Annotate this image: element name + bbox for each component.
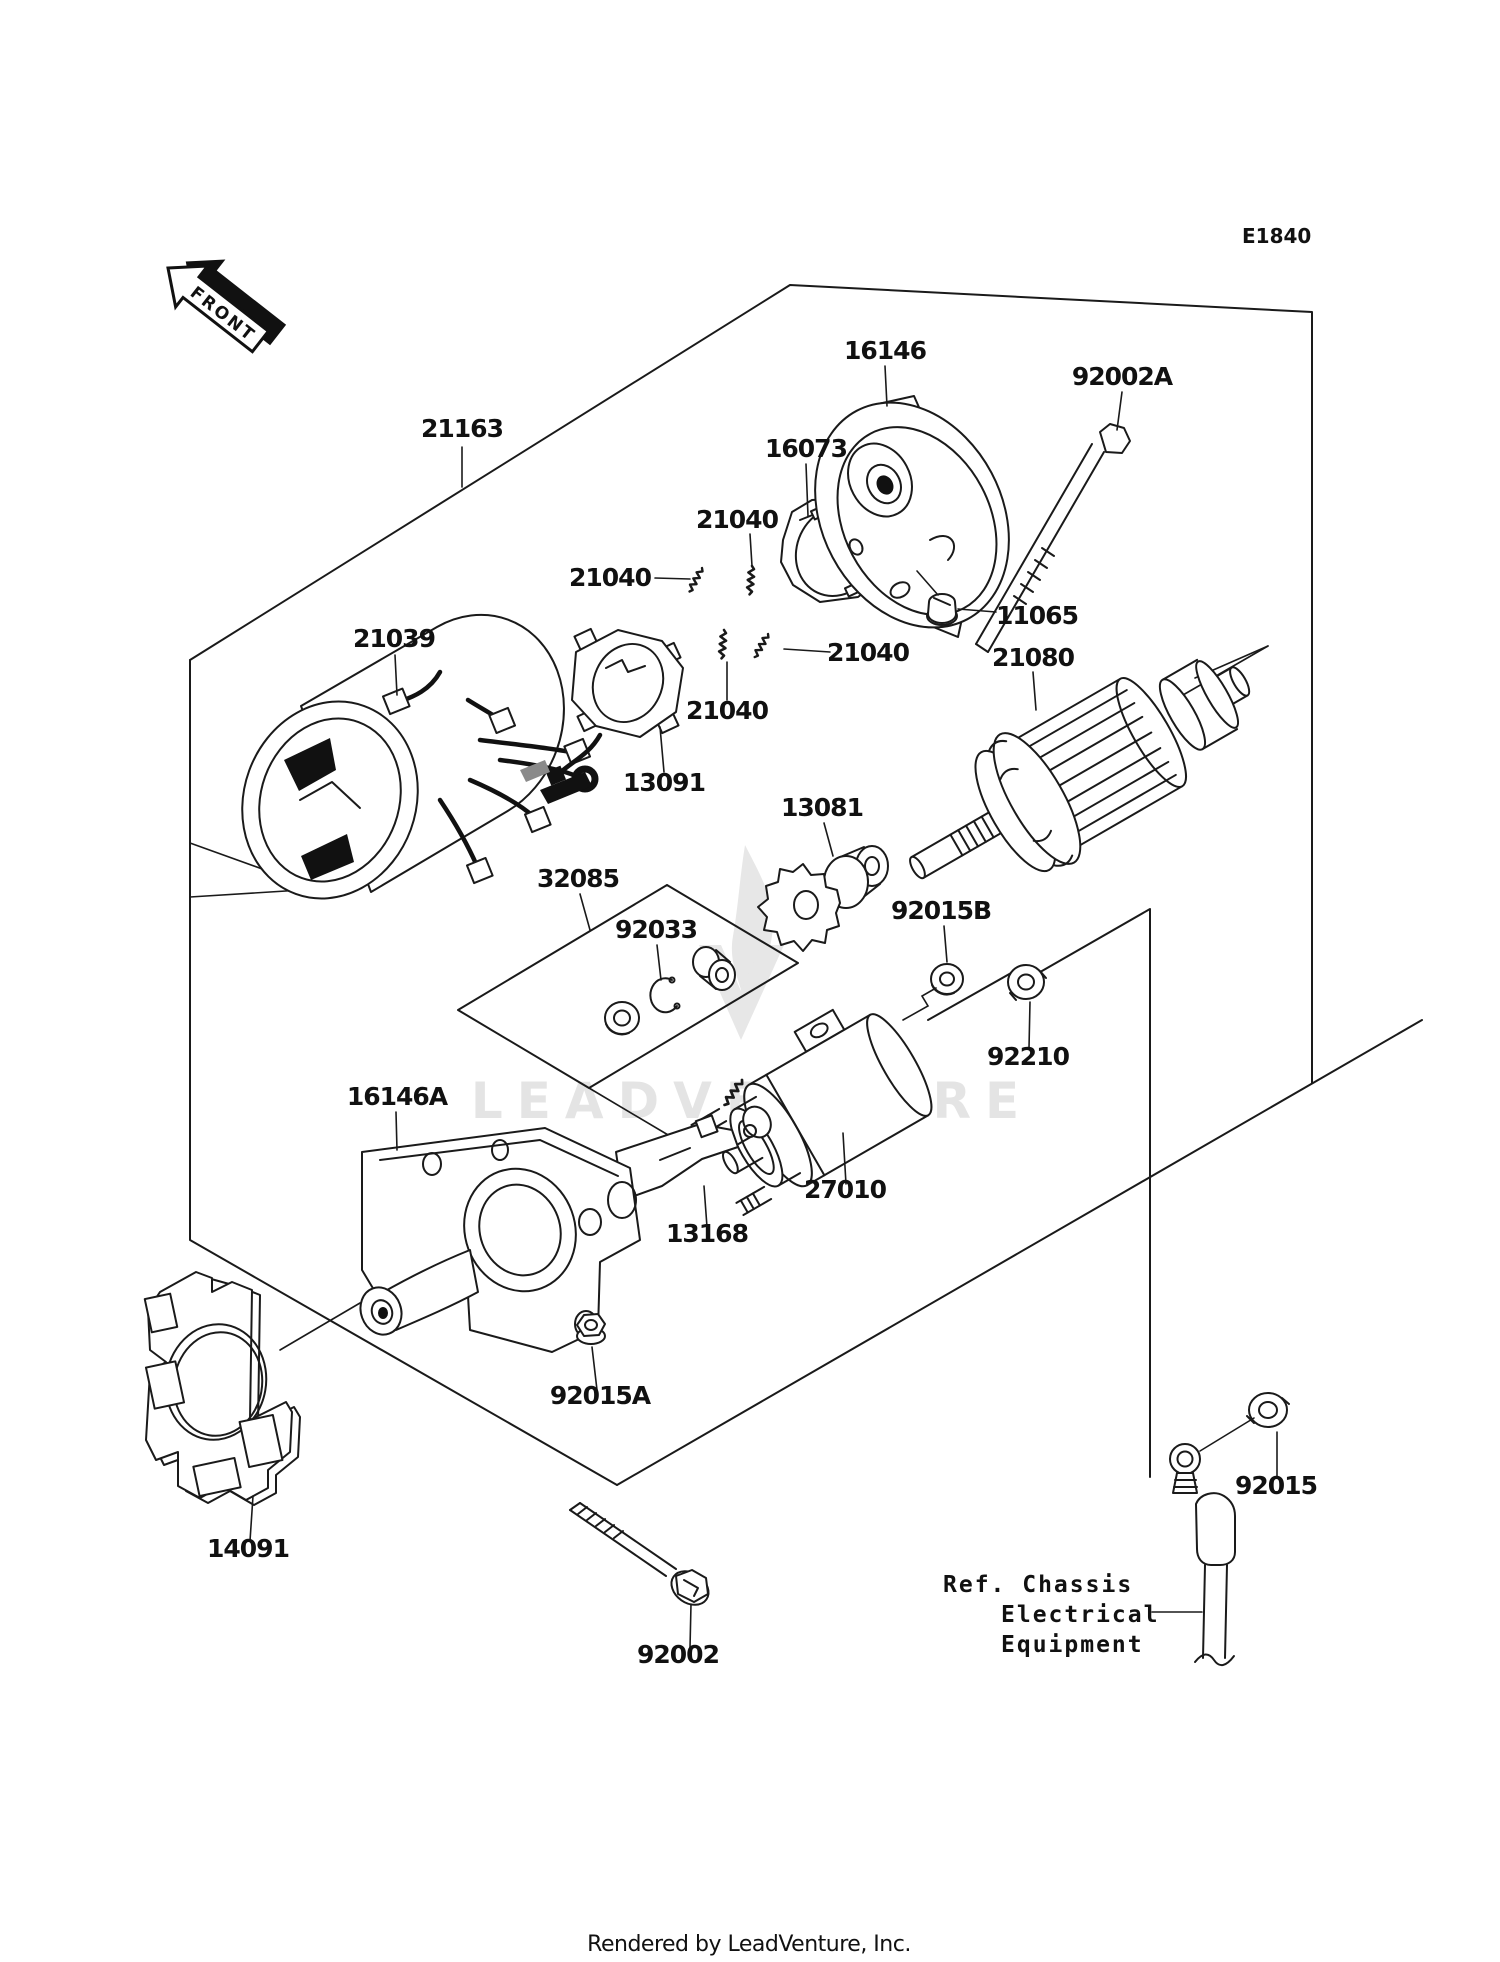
part-label-13081[interactable]: 13081 bbox=[781, 793, 864, 822]
shim-kit-outline-32085 bbox=[457, 884, 799, 1143]
bolt-threads bbox=[577, 1506, 624, 1539]
cover-nut-drawing bbox=[926, 593, 958, 626]
brush-holder-drawing bbox=[520, 627, 684, 804]
part-label-16073[interactable]: 16073 bbox=[765, 434, 848, 463]
part-label-92033[interactable]: 92033 bbox=[615, 915, 698, 944]
snap-ring-92033 bbox=[649, 977, 678, 1014]
yoke-assembly-drawing bbox=[241, 613, 599, 900]
part-label-21163[interactable]: 21163 bbox=[421, 414, 504, 443]
bolt-threads bbox=[1013, 547, 1055, 605]
part-label-92015a[interactable]: 92015A bbox=[550, 1381, 653, 1410]
brush-spring-3 bbox=[717, 628, 729, 660]
cable-ring-terminal bbox=[1169, 1443, 1201, 1475]
diagram-code: E1840 bbox=[1242, 224, 1311, 248]
part-label-11065[interactable]: 11065 bbox=[996, 601, 1079, 630]
watermark-flame-icon bbox=[731, 845, 773, 1006]
wire-terminals bbox=[381, 687, 592, 885]
core-ribs bbox=[1021, 689, 1177, 836]
ref-chassis-note: Ref. Chassis Electrical Equipment bbox=[943, 1572, 1159, 1658]
armature-drawing bbox=[909, 658, 1251, 880]
part-label-21040-bottom[interactable]: 21040 bbox=[686, 696, 770, 725]
gasket-drawing bbox=[143, 1271, 361, 1506]
part-label-16146a[interactable]: 16146A bbox=[347, 1082, 450, 1111]
front-direction-arrow: FRONT bbox=[166, 259, 287, 354]
footer-credit: Rendered by LeadVenture, Inc. bbox=[587, 1932, 911, 1957]
part-label-21039[interactable]: 21039 bbox=[353, 624, 436, 653]
part-label-32085[interactable]: 32085 bbox=[537, 864, 620, 893]
brush-lead-plate bbox=[520, 760, 550, 782]
shim-kit-parts bbox=[604, 946, 736, 1036]
part-label-92002a[interactable]: 92002A bbox=[1072, 362, 1175, 391]
ref-note-line3: Equipment bbox=[1001, 1632, 1144, 1658]
brush-spring-1 bbox=[745, 564, 757, 596]
gear-case-drawing bbox=[359, 1127, 641, 1353]
terminal-washer-nut bbox=[902, 963, 1047, 1021]
part-label-21080[interactable]: 21080 bbox=[992, 643, 1076, 672]
part-label-14091[interactable]: 14091 bbox=[207, 1534, 290, 1563]
shaft-splines bbox=[949, 815, 995, 857]
part-label-92015[interactable]: 92015 bbox=[1235, 1471, 1318, 1500]
part-label-21040-left[interactable]: 21040 bbox=[569, 563, 653, 592]
part-label-27010[interactable]: 27010 bbox=[804, 1175, 888, 1204]
assembly-outline-21163 bbox=[189, 284, 1423, 1486]
part-label-92002[interactable]: 92002 bbox=[637, 1640, 720, 1669]
leader-lines bbox=[249, 365, 1278, 1649]
part-label-13168[interactable]: 13168 bbox=[666, 1219, 749, 1248]
ref-note-line1: Ref. Chassis bbox=[943, 1572, 1133, 1598]
pinion-gear-drawing bbox=[757, 845, 889, 952]
nut-92210 bbox=[1007, 964, 1045, 1000]
part-label-13091[interactable]: 13091 bbox=[623, 768, 706, 797]
brush-spring-4 bbox=[751, 631, 772, 660]
mount-bolt-drawing bbox=[569, 1502, 710, 1606]
part-label-21040-top[interactable]: 21040 bbox=[696, 505, 780, 534]
part-label-92015b[interactable]: 92015B bbox=[891, 896, 992, 925]
part-label-92210[interactable]: 92210 bbox=[987, 1042, 1071, 1071]
plunger-parts bbox=[720, 1076, 772, 1139]
battery-cable-drawing bbox=[1169, 1392, 1290, 1667]
front-arrow-face bbox=[166, 264, 271, 354]
part-label-16146[interactable]: 16146 bbox=[844, 336, 928, 365]
through-bolt-drawing bbox=[975, 423, 1131, 653]
nut-92015a-drawing bbox=[576, 1313, 606, 1345]
part-label-21040-right[interactable]: 21040 bbox=[827, 638, 911, 667]
ref-note-line2: Electrical bbox=[1001, 1602, 1159, 1628]
